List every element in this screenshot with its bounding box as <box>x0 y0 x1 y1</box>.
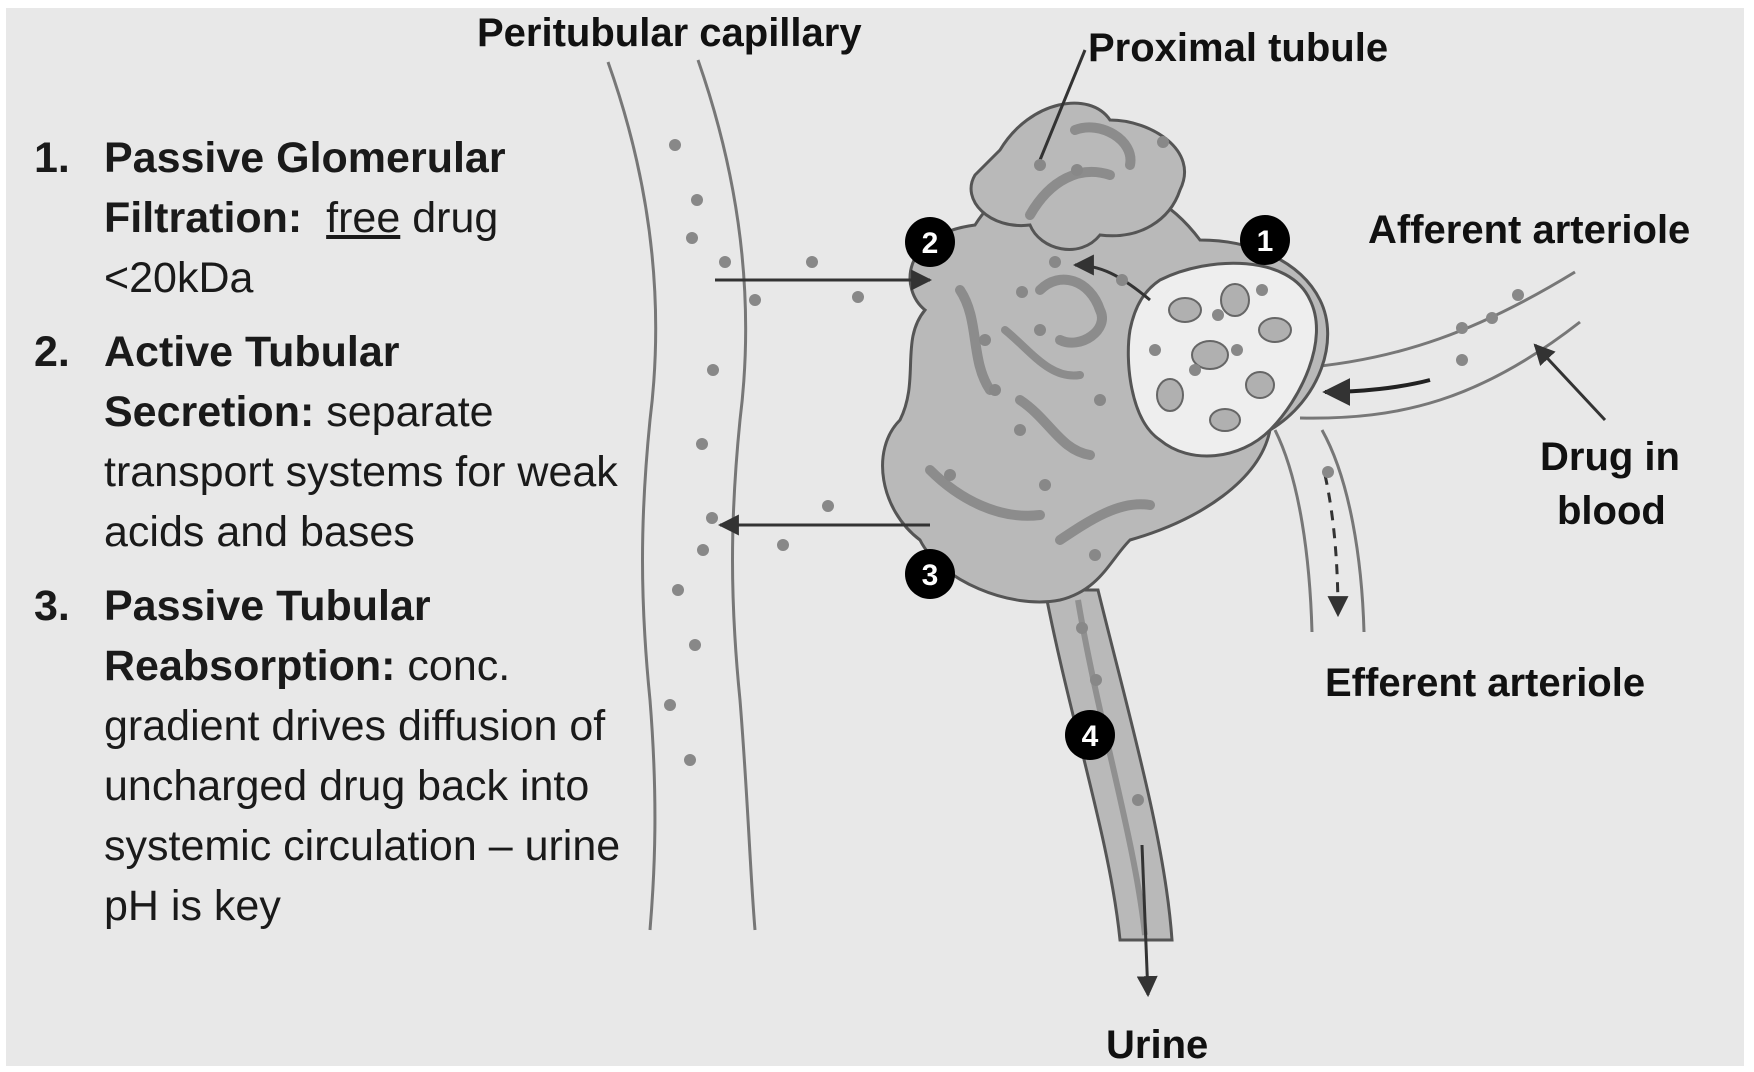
capillary-wall-right <box>698 60 755 930</box>
svg-text:3: 3 <box>922 559 939 592</box>
peritubular-capillary <box>608 60 755 930</box>
drug-in-blood-pointer <box>1535 345 1605 420</box>
capillary-wall-left <box>608 62 656 930</box>
svg-text:1: 1 <box>1257 225 1274 258</box>
badge-4: 4 <box>1065 710 1115 760</box>
svg-text:2: 2 <box>922 227 939 260</box>
glomerulus <box>1128 263 1316 456</box>
afferent-flow-arrow <box>1325 380 1430 392</box>
label-efferent-arteriole: Efferent arteriole <box>1325 661 1645 705</box>
label-drug-in-blood-line2: blood <box>1557 489 1666 533</box>
label-drug-in-blood-line1: Drug in <box>1540 435 1680 479</box>
label-urine: Urine <box>1106 1023 1208 1067</box>
efferent-flow-arrow <box>1325 475 1338 615</box>
label-peritubular-capillary: Peritubular capillary <box>477 11 862 55</box>
efferent-arteriole-vessel <box>1275 430 1364 632</box>
collecting-duct <box>1045 590 1172 940</box>
afferent-arteriole-vessel <box>1300 272 1580 418</box>
badge-3: 3 <box>905 549 955 599</box>
badge-1: 1 <box>1240 215 1290 265</box>
label-proximal-tubule: Proximal tubule <box>1088 26 1388 70</box>
label-afferent-arteriole: Afferent arteriole <box>1368 208 1690 252</box>
svg-text:4: 4 <box>1082 720 1099 753</box>
badge-2: 2 <box>905 217 955 267</box>
